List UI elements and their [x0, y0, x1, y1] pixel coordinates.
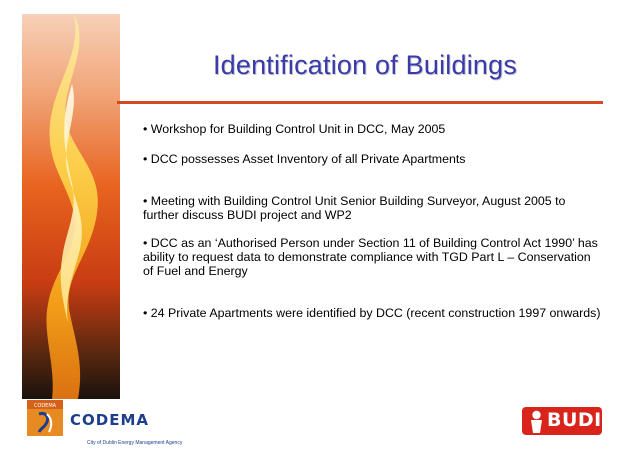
codema-name: CODEMA	[70, 411, 149, 429]
budi-logo: BUDI	[522, 407, 602, 435]
bullet-item: Workshop for Building Control Unit in DC…	[143, 122, 446, 136]
flame-image	[22, 14, 120, 399]
codema-logo-icon: CODEMA	[27, 400, 63, 436]
slide-title: Identification of Buildings	[212, 50, 518, 80]
budi-person-icon	[531, 410, 542, 433]
bullet-item: DCC as an ‘Authorised Person under Secti…	[143, 236, 603, 278]
codema-tagline: City of Dublin Energy Management Agency	[87, 440, 183, 446]
svg-text:CODEMA: CODEMA	[34, 403, 57, 409]
bullet-item: Meeting with Building Control Unit Senio…	[143, 194, 603, 222]
codema-logo: CODEMA CODEMA City of Dublin Energy Mana…	[27, 400, 212, 452]
title-divider	[117, 101, 603, 104]
bullet-item: 24 Private Apartments were identified by…	[143, 306, 601, 320]
bullet-item: DCC possesses Asset Inventory of all Pri…	[143, 152, 466, 166]
budi-name: BUDI	[547, 409, 602, 431]
